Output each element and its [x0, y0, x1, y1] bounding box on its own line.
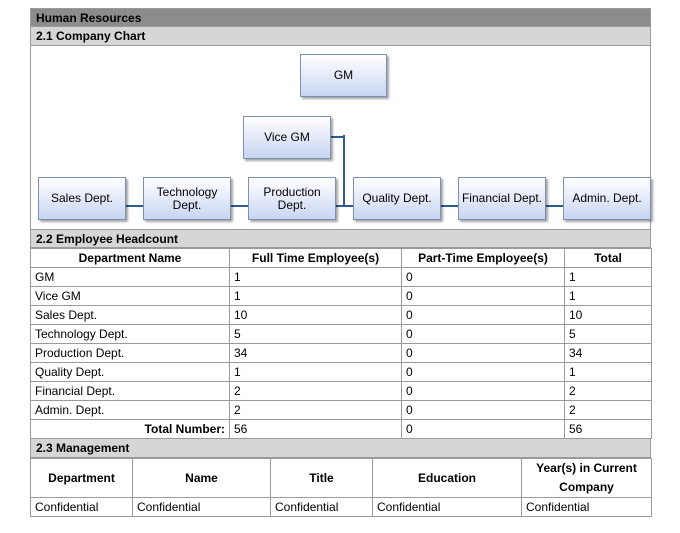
- cell-total: 1: [564, 267, 652, 287]
- cell-name: Confidential: [132, 497, 271, 517]
- cell-part-time: 0: [401, 381, 565, 401]
- cell-full-time: 5: [229, 324, 402, 344]
- cell-total: 2: [564, 381, 652, 401]
- cell-years: Confidential: [521, 497, 652, 517]
- total-row: Total Number: 56 0 56: [30, 419, 652, 439]
- table-row: Admin. Dept. 2 0 2: [30, 400, 652, 420]
- org-line-vice-gm: [331, 136, 344, 138]
- col-header-department-name: Department Name: [30, 248, 230, 268]
- cell-department: Vice GM: [30, 286, 230, 306]
- col-header-department: Department: [30, 458, 133, 498]
- cell-total: 1: [564, 286, 652, 306]
- org-node-financial: Financial Dept.: [458, 177, 546, 220]
- cell-department: Sales Dept.: [30, 305, 230, 325]
- org-node-quality: Quality Dept.: [353, 177, 441, 220]
- cell-total: 10: [564, 305, 652, 325]
- table-row: Financial Dept. 2 0 2: [30, 381, 652, 401]
- cell-department: Admin. Dept.: [30, 400, 230, 420]
- total-all: 56: [564, 419, 652, 439]
- org-line-departments: [81, 205, 607, 207]
- section-title-management: 2.3 Management: [30, 439, 651, 458]
- cell-total: 5: [564, 324, 652, 344]
- section-title-headcount: 2.2 Employee Headcount: [30, 229, 651, 248]
- management-header-row: Department Name Title Education Year(s) …: [30, 458, 652, 498]
- headcount-header-row: Department Name Full Time Employee(s) Pa…: [30, 248, 652, 268]
- cell-total: 34: [564, 343, 652, 363]
- cell-part-time: 0: [401, 267, 565, 287]
- cell-full-time: 10: [229, 305, 402, 325]
- cell-full-time: 2: [229, 381, 402, 401]
- management-table: Department Name Title Education Year(s) …: [30, 458, 652, 517]
- cell-full-time: 1: [229, 286, 402, 306]
- col-header-full-time: Full Time Employee(s): [229, 248, 402, 268]
- cell-full-time: 1: [229, 267, 402, 287]
- table-row: Vice GM 1 0 1: [30, 286, 652, 306]
- cell-department: Financial Dept.: [30, 381, 230, 401]
- org-node-vice-gm: Vice GM: [243, 116, 331, 159]
- cell-total: 2: [564, 400, 652, 420]
- cell-part-time: 0: [401, 324, 565, 344]
- cell-department: Technology Dept.: [30, 324, 230, 344]
- total-label: Total Number:: [30, 419, 230, 439]
- total-full-time: 56: [229, 419, 402, 439]
- org-node-production: Production Dept.: [248, 177, 336, 220]
- table-row: Confidential Confidential Confidential C…: [30, 497, 652, 517]
- org-node-gm: GM: [300, 54, 387, 97]
- col-header-education: Education: [372, 458, 522, 498]
- cell-full-time: 34: [229, 343, 402, 363]
- cell-part-time: 0: [401, 400, 565, 420]
- cell-title: Confidential: [270, 497, 373, 517]
- cell-education: Confidential: [372, 497, 522, 517]
- total-part-time: 0: [401, 419, 565, 439]
- cell-department: Confidential: [30, 497, 133, 517]
- org-chart: GM Vice GM Sales Dept. Technology Dept. …: [30, 46, 651, 229]
- col-header-part-time: Part-Time Employee(s): [401, 248, 565, 268]
- cell-department: GM: [30, 267, 230, 287]
- hr-document: Human Resources 2.1 Company Chart GM Vic…: [30, 8, 652, 517]
- table-row: Production Dept. 34 0 34: [30, 343, 652, 363]
- cell-department: Production Dept.: [30, 343, 230, 363]
- col-header-years-in-company: Year(s) in Current Company: [521, 458, 652, 498]
- table-row: Technology Dept. 5 0 5: [30, 324, 652, 344]
- org-node-sales: Sales Dept.: [38, 177, 126, 220]
- cell-part-time: 0: [401, 362, 565, 382]
- cell-total: 1: [564, 362, 652, 382]
- headcount-table: Department Name Full Time Employee(s) Pa…: [30, 248, 652, 439]
- cell-part-time: 0: [401, 305, 565, 325]
- org-node-technology: Technology Dept.: [143, 177, 231, 220]
- col-header-name: Name: [132, 458, 271, 498]
- section-title-human-resources: Human Resources: [30, 8, 651, 27]
- table-row: GM 1 0 1: [30, 267, 652, 287]
- table-row: Sales Dept. 10 0 10: [30, 305, 652, 325]
- cell-part-time: 0: [401, 286, 565, 306]
- cell-part-time: 0: [401, 343, 565, 363]
- cell-full-time: 2: [229, 400, 402, 420]
- col-header-title: Title: [270, 458, 373, 498]
- col-header-total: Total: [564, 248, 652, 268]
- cell-department: Quality Dept.: [30, 362, 230, 382]
- table-row: Quality Dept. 1 0 1: [30, 362, 652, 382]
- cell-full-time: 1: [229, 362, 402, 382]
- section-title-company-chart: 2.1 Company Chart: [30, 27, 651, 46]
- org-line-trunk: [343, 135, 345, 206]
- org-node-admin: Admin. Dept.: [563, 177, 651, 220]
